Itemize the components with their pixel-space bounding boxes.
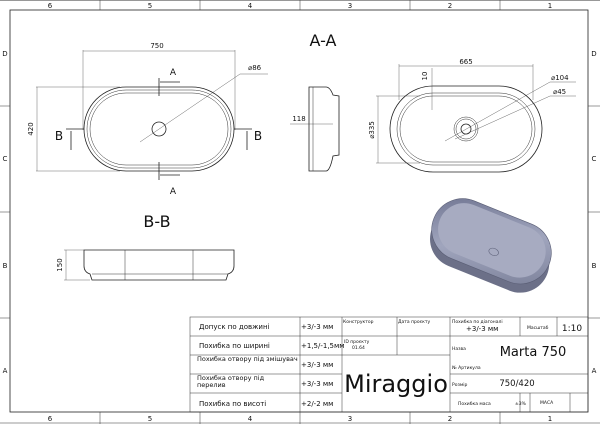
tolerance-value: +3/-3 мм [301, 361, 333, 369]
designer-label: Конструктор [343, 319, 374, 325]
dimension-length: 665 [459, 58, 472, 66]
tolerance-label: Похибка по ширині [199, 342, 270, 350]
section-aa-view: A-A 118 [290, 31, 340, 172]
tolerance-label: Допуск по довжині [199, 323, 270, 331]
column-label: 1 [548, 415, 552, 423]
row-label: D [2, 50, 7, 58]
dimension-inner: ⌀335 [368, 121, 376, 139]
title-block: Допуск по довжині +3/-3 мм Похибка по ши… [189, 316, 589, 413]
column-label: 3 [348, 415, 352, 423]
row-label: A [592, 367, 597, 375]
dimension-outer-hole: ⌀104 [551, 74, 569, 82]
section-marker-b: B [254, 129, 262, 143]
project-id: 01.64 [352, 345, 365, 351]
column-label: 2 [448, 415, 452, 423]
section-bb-title: B-B [143, 212, 170, 231]
dimension-wall: 10 [421, 72, 429, 81]
dimension-hole: ⌀86 [248, 64, 262, 72]
tolerance-value: +3/-3 мм [301, 380, 333, 388]
mass-label: МАСА [540, 400, 554, 406]
section-bb-view: B-B 150 [56, 212, 235, 281]
dimension-depth: 150 [56, 258, 64, 271]
column-label: 6 [48, 415, 53, 423]
tolerance-label: Похибка отвору під перелив [197, 375, 265, 389]
mass-tolerance: ±3% [515, 401, 527, 407]
row-label: D [591, 50, 596, 58]
column-label: 3 [348, 2, 352, 10]
project-id-label: ID проєкту [344, 339, 370, 345]
row-label: C [3, 155, 8, 163]
column-label: 4 [248, 415, 253, 423]
size-value: 750/420 [499, 379, 534, 389]
column-label: 5 [148, 2, 152, 10]
column-label: 5 [148, 415, 152, 423]
tolerance-label: Похибка отвору під змішувач [197, 356, 298, 363]
column-label: 1 [548, 2, 552, 10]
column-label: 2 [448, 2, 452, 10]
brand-logo: Miraggio [344, 370, 448, 398]
top-view: 750 420 ⌀86 A A B B [27, 42, 268, 197]
dimension-height: 420 [27, 122, 35, 135]
tolerance-value: +2/-2 мм [301, 400, 333, 408]
scale-label: Масштаб [527, 325, 549, 331]
date-label: Дата проєкту [398, 319, 430, 325]
section-marker-a: A [170, 68, 177, 78]
dimension-width: 750 [150, 42, 163, 50]
product-name: Marta 750 [500, 345, 567, 360]
section-marker-b: B [55, 129, 63, 143]
name-label: Назва [452, 346, 466, 352]
mass-tolerance-label: Похибка маса [458, 401, 491, 407]
column-label: 4 [248, 2, 253, 10]
basin-3d-render [430, 198, 552, 293]
tolerance-value: +3/-3 мм [301, 323, 333, 331]
tolerance-label: Похибка по висоті [199, 400, 266, 408]
column-label: 6 [48, 2, 53, 10]
row-label: B [592, 262, 597, 270]
tolerance-value: +1,5/-1,5мм [301, 342, 345, 350]
diagonal-tolerance: +3/-3 мм [466, 325, 498, 333]
size-label: Розмір [452, 382, 468, 388]
dimension-drain: ⌀45 [553, 88, 566, 96]
section-marker-a: A [170, 187, 177, 197]
row-label: C [592, 155, 597, 163]
diagonal-tolerance-label: Похибка по діагоналі [452, 319, 503, 325]
bottom-view: 665 10 ⌀335 ⌀104 ⌀45 [368, 58, 576, 173]
article-label: № Артикула [452, 365, 481, 371]
dimension-section-depth: 118 [292, 115, 305, 123]
section-aa-title: A-A [310, 31, 337, 50]
row-label: A [3, 367, 8, 375]
scale-value: 1:10 [562, 324, 582, 334]
row-label: B [3, 262, 8, 270]
